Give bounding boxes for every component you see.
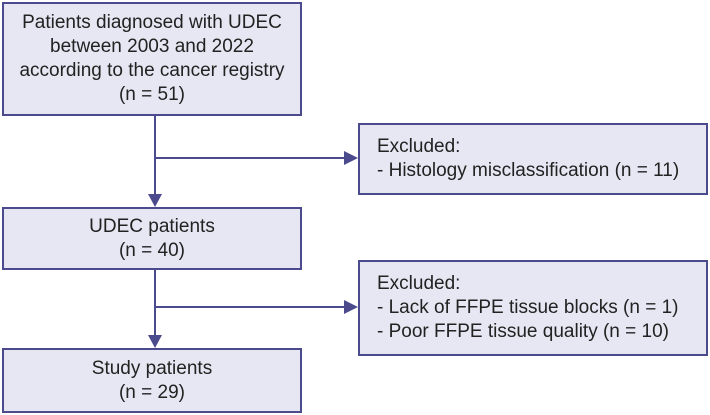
registry-line-4: (n = 51) <box>118 84 185 105</box>
registry-line-1: Patients diagnosed with UDEC <box>22 12 282 33</box>
udec-line-1: UDEC patients <box>89 215 215 237</box>
arrowhead-excluded2 <box>344 300 358 314</box>
arrowhead-study <box>148 335 162 348</box>
study-line-1: Study patients <box>91 357 213 379</box>
excluded2-line-2: - Lack of FFPE tissue blocks (n = 1) <box>377 297 679 318</box>
study-line-2: (n = 29) <box>118 381 185 403</box>
udec-line-2: (n = 40) <box>118 239 185 261</box>
registry-line-3: according to the cancer registry <box>19 60 285 81</box>
excluded1-line-2: - Histology misclassification (n = 11) <box>377 160 680 181</box>
udec-box: UDEC patients (n = 40) <box>2 207 302 270</box>
excluded2-line-1: Excluded: <box>377 273 461 294</box>
registry-line-2: between 2003 and 2022 <box>50 36 254 57</box>
excluded2-box: Excluded: - Lack of FFPE tissue blocks (… <box>358 260 708 356</box>
excluded1-line-1: Excluded: <box>377 136 461 157</box>
excluded1-box: Excluded: - Histology misclassification … <box>358 123 708 195</box>
excluded2-line-3: - Poor FFPE tissue quality (n = 10) <box>377 321 669 342</box>
study-box: Study patients (n = 29) <box>2 348 302 413</box>
arrowhead-udec <box>148 194 162 207</box>
registry-box: Patients diagnosed with UDEC between 200… <box>2 2 302 116</box>
arrowhead-excluded1 <box>344 151 358 165</box>
